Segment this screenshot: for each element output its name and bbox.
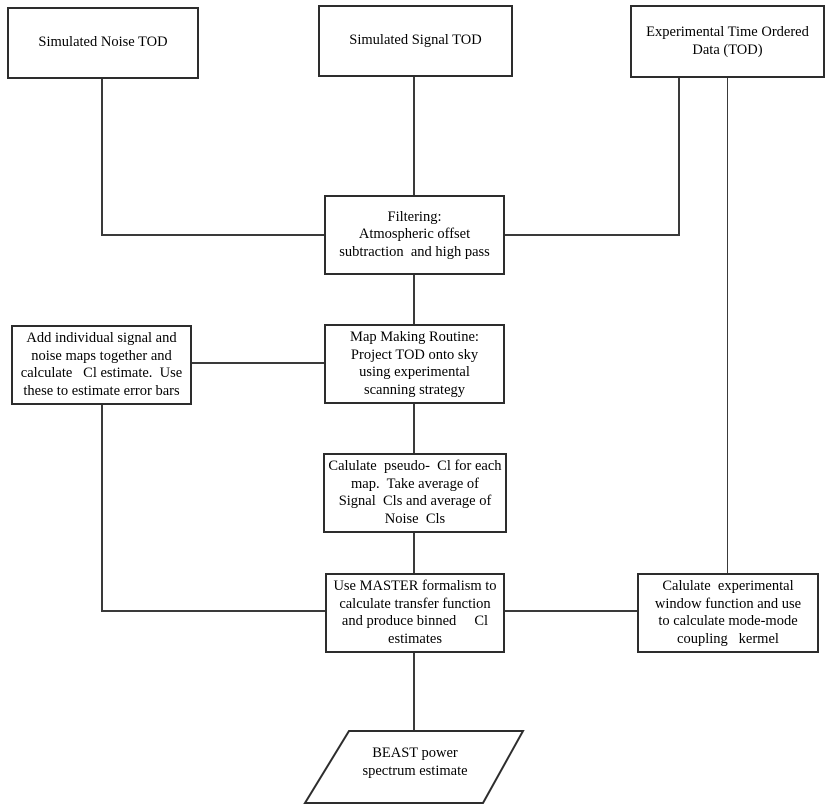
connector-exp-to-window (727, 77, 728, 573)
node-label: estimates (388, 630, 442, 647)
node-label: using experimental (359, 364, 470, 380)
node-label: Calulate experimental (662, 578, 794, 594)
node-label: coupling kermel (677, 630, 779, 647)
node-label: Map Making Routine: (350, 329, 479, 345)
node-experimental-tod: Experimental Time Ordered Data (TOD) (630, 5, 825, 78)
node-label: calculate Cl estimate. Use (20, 365, 183, 381)
connector-addmaps-to-master (101, 610, 325, 612)
node-label: noise maps together and (31, 347, 172, 364)
node-pseudo-cl: Calulate pseudo- Cl for each map. Take a… (323, 453, 507, 533)
connector-addmaps-down (101, 404, 103, 612)
node-simulated-signal-tod: Simulated Signal TOD (318, 5, 513, 77)
node-simulated-noise-tod: Simulated Noise TOD (7, 7, 199, 79)
connector-addmaps-to-map (191, 362, 324, 364)
connector-signal-to-filtering (413, 77, 415, 195)
node-label: Atmospheric offset (358, 226, 471, 243)
node-filtering: Filtering: Atmospheric offset subtractio… (324, 195, 505, 275)
connector-master-to-window (504, 610, 637, 612)
connector-noise-to-filtering (101, 234, 324, 236)
node-label: Use MASTER formalism to (333, 578, 497, 594)
connector-exp-to-filtering (504, 234, 680, 236)
node-label: and produce binned Cl (341, 613, 489, 629)
node-label: Data (TOD) (692, 41, 763, 58)
connector-pseudo-to-master (413, 532, 415, 573)
node-label: Filtering: (387, 208, 442, 225)
connector-map-to-pseudo (413, 403, 415, 453)
node-label: Calulate pseudo- Cl for each (328, 458, 502, 474)
node-label: Add individual signal and (26, 330, 177, 346)
node-master-formalism: Use MASTER formalism to calculate transf… (325, 573, 505, 653)
node-label: spectrum estimate (362, 763, 468, 779)
node-map-making: Map Making Routine: Project TOD onto sky… (324, 324, 505, 404)
node-label: window function and use (654, 595, 802, 612)
node-label: calculate transfer function (339, 595, 491, 612)
node-label: Noise Cls (384, 510, 446, 527)
connector-filtering-to-map (413, 274, 415, 324)
connector-exp-down-left (678, 77, 680, 236)
connector-master-to-beast (413, 652, 415, 731)
node-label: Project TOD onto sky (350, 346, 479, 363)
node-label: subtraction and high pass (339, 243, 490, 260)
node-label: Signal Cls and average of (338, 493, 492, 509)
node-beast-output: BEAST power spectrum estimate (330, 744, 500, 780)
node-window-function: Calulate experimental window function an… (637, 573, 819, 653)
node-add-maps: Add individual signal and noise maps tog… (11, 325, 192, 405)
node-label: Simulated Signal TOD (349, 32, 482, 49)
node-label: BEAST power (372, 745, 458, 761)
node-label: Experimental Time Ordered (646, 24, 809, 40)
parallelogram-shape (303, 730, 525, 804)
node-label: these to estimate error bars (23, 382, 180, 399)
node-label: scanning strategy (363, 381, 466, 398)
connector-noise-down (101, 79, 103, 236)
node-label: to calculate mode-mode (658, 613, 798, 629)
node-label: map. Take average of (351, 475, 479, 492)
node-label: Simulated Noise TOD (38, 34, 168, 51)
